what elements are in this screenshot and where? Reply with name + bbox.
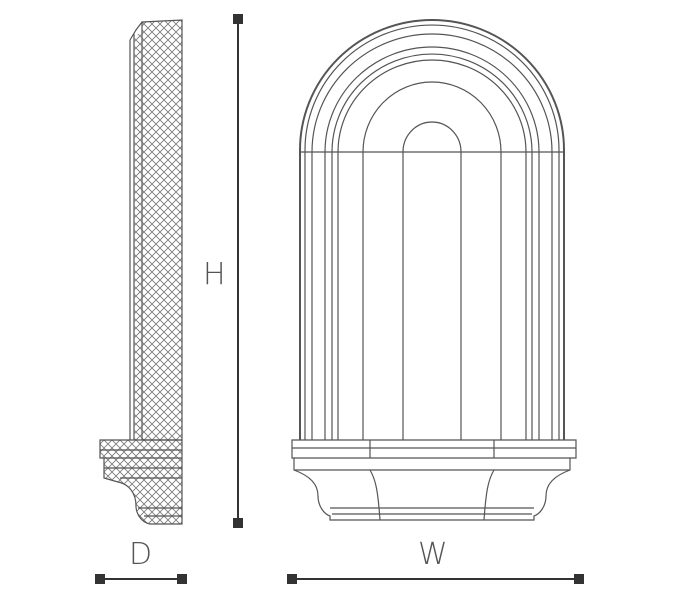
front-arch-ring-3 — [324, 46, 540, 440]
front-outer-arch — [299, 19, 565, 440]
front-base-segments — [369, 440, 495, 521]
front-arch-ring-5 — [337, 59, 527, 440]
height-dimension — [233, 14, 243, 528]
front-base-sill — [291, 439, 577, 521]
side-inner-hatch — [134, 34, 142, 440]
depth-label: D — [129, 537, 153, 572]
width-label: W — [418, 537, 448, 572]
front-arch-ring-2 — [311, 33, 553, 440]
depth-dimension — [95, 574, 187, 584]
front-arch-ring-1 — [304, 24, 560, 440]
side-base-hatch — [99, 439, 183, 525]
side-base-lines — [100, 449, 182, 517]
front-center-arch — [402, 121, 462, 440]
front-inner-arch — [362, 81, 502, 440]
side-front-skin — [129, 34, 135, 440]
side-body-hatch — [141, 19, 183, 441]
front-view-niche — [291, 19, 577, 521]
side-top-chamfer — [129, 21, 143, 41]
side-section-view — [99, 19, 183, 525]
width-dimension — [287, 574, 584, 584]
front-base-lines — [292, 447, 576, 515]
front-arch-ring-4 — [331, 53, 533, 440]
height-label: H — [203, 257, 226, 292]
